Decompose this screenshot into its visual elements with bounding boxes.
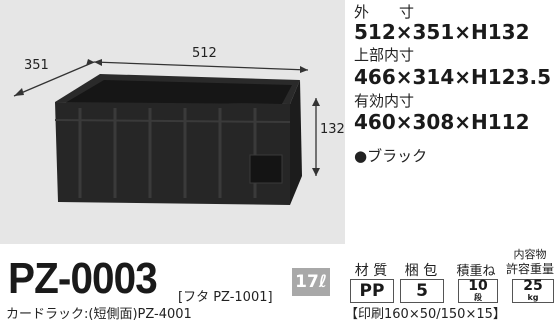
header-packing: 梱 包 xyxy=(404,263,438,279)
card-rack-label: カードラック:(短側面)PZ-4001 xyxy=(6,307,192,322)
stacking-unit: 段 xyxy=(474,293,482,302)
model-number: PZ-0003 xyxy=(8,254,158,303)
height-dim-label: 132 xyxy=(320,122,345,137)
header-material: 材 質 xyxy=(354,263,388,279)
capacity-badge: 17ℓ xyxy=(292,268,330,296)
width-dim-label: 512 xyxy=(192,46,217,61)
header-allowable-load: 許容重量 xyxy=(505,262,554,276)
lid-model: [フタ PZ-1001] xyxy=(178,290,273,305)
load-box: 25 kg xyxy=(512,279,554,303)
inner-top-label: 上部内寸 xyxy=(354,46,415,64)
depth-dim-label: 351 xyxy=(24,58,49,73)
stacking-box: 10 段 xyxy=(458,279,498,303)
header-contents: 内容物 xyxy=(513,248,547,261)
effective-label: 有効内寸 xyxy=(354,92,415,110)
load-unit: kg xyxy=(527,293,539,302)
effective-value: 460×308×H112 xyxy=(354,110,530,134)
inner-top-value: 466×314×H123.5 xyxy=(354,65,552,89)
material-value: PP xyxy=(350,279,394,303)
header-stacking: 積重ね xyxy=(456,264,496,279)
outer-dim-value: 512×351×H132 xyxy=(354,20,530,44)
outer-dim-label: 外 寸 xyxy=(354,3,415,21)
product-photo xyxy=(0,0,345,244)
load-value: 25 xyxy=(523,278,543,294)
packing-value: 5 xyxy=(400,279,444,303)
print-size: 【印刷160×50/150×15】 xyxy=(345,307,506,322)
color-label: ●ブラック xyxy=(354,147,428,165)
stacking-value: 10 xyxy=(468,278,488,294)
container-illustration xyxy=(0,0,345,244)
